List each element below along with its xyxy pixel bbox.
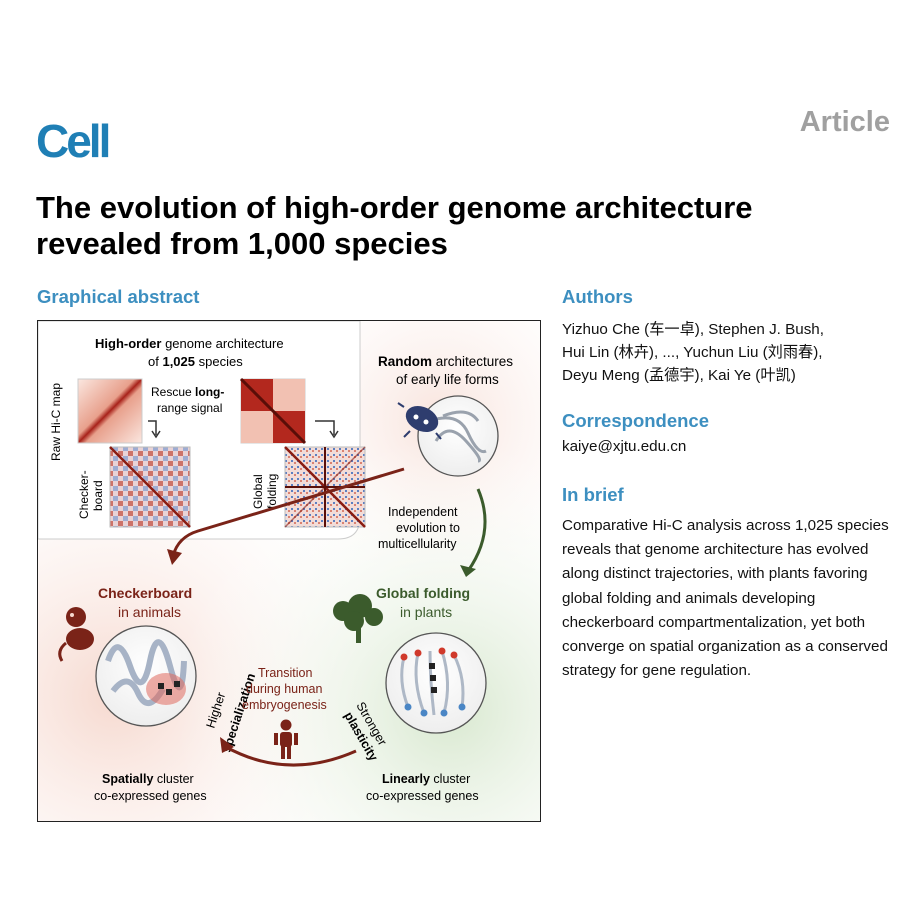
early-life-circle — [417, 395, 499, 477]
correspondence-heading: Correspondence — [562, 410, 710, 431]
animal-nucleus-circle — [95, 625, 197, 727]
authors-line: Yizhuo Che (车一卓), Stephen J. Bush, — [562, 321, 824, 338]
animals-heading: Checkerboard — [98, 585, 192, 601]
checkerboard-side-label-1: Checker- — [77, 470, 91, 519]
raw-hic-map-animal — [77, 378, 143, 444]
spatial-caption-line1: Spatially cluster — [102, 772, 194, 786]
global-folding-side-label-1: Global — [251, 474, 265, 509]
in-brief-text: Comparative Hi-C analysis across 1,025 s… — [562, 517, 889, 680]
human-icon — [274, 719, 298, 759]
arrow-to-animals — [171, 467, 405, 557]
checkerboard-map — [109, 446, 191, 528]
article-type-label: Article — [799, 106, 890, 138]
authors-list: Yizhuo Che (车一卓), Stephen J. Bush, Hui L… — [562, 318, 902, 387]
in-brief-heading: In brief — [562, 484, 624, 505]
animals-subheading: in animals — [118, 604, 181, 620]
monkey-icon — [58, 607, 94, 662]
independent-line2: evolution to — [396, 521, 460, 535]
graphical-abstract-figure: High-order genome architecture of 1,025 … — [37, 320, 541, 822]
rescue-arrow-right — [315, 420, 335, 435]
authors-heading: Authors — [562, 286, 633, 307]
spatial-caption-line2: co-expressed genes — [94, 789, 207, 803]
checkerboard-side-label-2: board — [91, 480, 105, 511]
journal-logo: Cell — [36, 115, 111, 167]
random-label-line2: of early life forms — [396, 372, 499, 387]
linear-caption-line1: Linearly cluster — [382, 772, 470, 786]
microbe-icon — [397, 402, 442, 440]
plants-heading: Global folding — [376, 585, 470, 601]
transition-line2: during human — [246, 682, 322, 696]
independent-line3: multicellularity — [378, 537, 457, 551]
authors-line: Hui Lin (林卉), ..., Yuchun Liu (刘雨春), — [562, 344, 823, 361]
raw-hic-map-plant — [239, 377, 307, 445]
rescue-label-line2: range signal — [157, 401, 222, 415]
global-folding-map — [284, 446, 366, 528]
rescue-arrow-left — [148, 420, 157, 435]
independent-line1: Independent — [388, 505, 458, 519]
transition-line1: Transition — [258, 666, 312, 680]
plant-nucleus-circle — [385, 632, 487, 734]
transition-line3: embryogenesis — [242, 698, 327, 712]
random-label-line1: Random architectures — [378, 354, 513, 369]
tree-icon — [333, 594, 383, 643]
transition-arrow — [225, 745, 357, 767]
article-title: The evolution of high-order genome archi… — [36, 190, 753, 261]
plants-subheading: in plants — [400, 604, 452, 620]
panel-title-line2: of 1,025 species — [148, 354, 243, 369]
authors-line: Deyu Meng (孟德宇), Kai Ye (叶凯) — [562, 367, 796, 384]
arrow-to-plants — [466, 488, 487, 572]
graphical-abstract-heading: Graphical abstract — [37, 286, 200, 307]
global-folding-side-label-2: folding — [265, 474, 279, 509]
rescue-label-line1: Rescue long- — [151, 385, 224, 399]
raw-hic-label: Raw Hi-C map — [49, 383, 63, 461]
panel-title-line1: High-order genome architecture — [95, 336, 284, 351]
correspondence-email-link[interactable]: kaiye@xjtu.edu.cn — [562, 438, 687, 455]
linear-caption-line2: co-expressed genes — [366, 789, 479, 803]
